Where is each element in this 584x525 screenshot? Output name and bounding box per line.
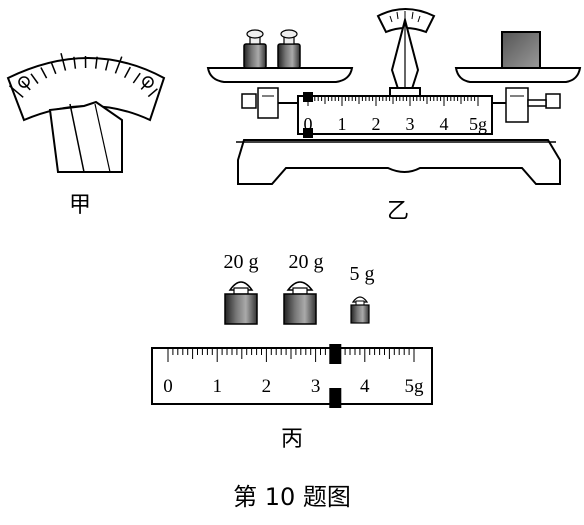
jia-tick xyxy=(123,66,131,79)
yi-left-pan xyxy=(206,67,354,83)
brass-weight-icon xyxy=(350,296,370,324)
brass-weight-icon xyxy=(283,281,317,325)
rider-top xyxy=(329,344,342,364)
jia-tick-marks xyxy=(8,53,158,98)
ruler-number: 1 xyxy=(338,114,347,134)
jia-tick xyxy=(8,85,24,98)
rider-icon xyxy=(303,92,313,138)
yi-object-block xyxy=(501,31,541,69)
jia-tick xyxy=(132,72,141,84)
yi-left-adjust-knob xyxy=(241,87,300,119)
jia-tick xyxy=(60,53,67,71)
jia-tick xyxy=(40,67,48,79)
yi-balance: 0 1 2 3 4 5g xyxy=(206,8,582,185)
ruler-number: 4 xyxy=(440,114,449,134)
weight-label-1: 20 g xyxy=(224,251,259,273)
weight-label-3: 5 g xyxy=(350,263,375,285)
jia-tick xyxy=(30,73,39,84)
jia-tick xyxy=(140,79,150,90)
ruler-number: 1 xyxy=(212,376,222,397)
weight-label-2: 20 g xyxy=(289,251,324,273)
ruler-number: 4 xyxy=(360,376,370,397)
ruler-number: 0 xyxy=(163,376,173,397)
rider-top xyxy=(303,92,313,102)
label-yi: 乙 xyxy=(387,199,409,224)
ruler-number: 2 xyxy=(262,376,272,397)
bing-weights: 20 g 20 g 5 g xyxy=(224,251,375,325)
brass-weight-icon xyxy=(277,29,301,69)
rider-icon xyxy=(329,344,342,408)
jia-tick xyxy=(104,58,110,71)
label-jia: 甲 xyxy=(69,193,91,218)
rider-bottom xyxy=(303,128,313,138)
jia-tick xyxy=(94,56,98,69)
jia-tick xyxy=(147,88,158,98)
brass-weight-icon xyxy=(224,281,258,325)
yi-right-pan xyxy=(454,67,582,83)
brass-weight-icon xyxy=(243,29,267,69)
jia-tick xyxy=(21,80,31,91)
figure-caption: 第 10 题图 xyxy=(233,483,351,511)
yi-right-adjust-knob xyxy=(490,87,561,123)
bing-ruler-ticks xyxy=(167,348,415,362)
jia-tick xyxy=(50,62,57,75)
bing-ruler-numbers: 0 1 2 3 4 5g xyxy=(163,376,424,397)
jia-tick xyxy=(73,56,77,69)
rider-bottom xyxy=(329,388,342,408)
ruler-number: 3 xyxy=(406,114,415,134)
yi-beam-ruler xyxy=(297,95,493,135)
yi-base xyxy=(237,139,561,185)
ruler-number: 5g xyxy=(469,114,487,134)
jia-rivet-left xyxy=(18,76,30,88)
ruler-number: 3 xyxy=(311,376,321,397)
yi-ruler-numbers: 0 1 2 3 4 5g xyxy=(304,114,488,134)
bing-ruler xyxy=(151,347,433,405)
ruler-number: 0 xyxy=(304,114,313,134)
jia-tick xyxy=(114,56,123,74)
ruler-number: 5g xyxy=(405,376,425,397)
jia-pointer-stem xyxy=(48,100,123,173)
yi-ruler-ticks xyxy=(307,96,479,106)
ruler-number: 2 xyxy=(372,114,381,134)
jia-scale-plate xyxy=(6,53,166,173)
label-bing: 丙 xyxy=(281,427,303,452)
